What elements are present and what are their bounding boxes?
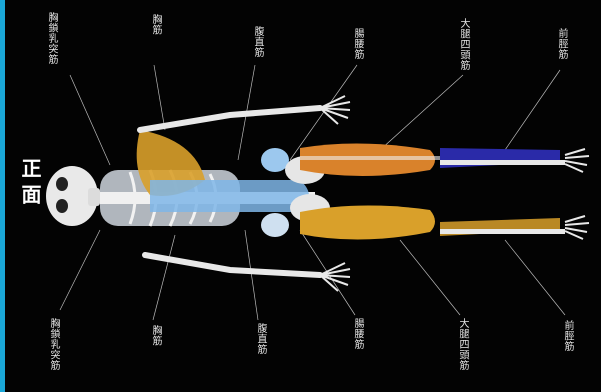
skull — [46, 166, 100, 226]
label-rectus-abdominis-top: 腹直筋 — [252, 26, 262, 58]
leg-lower — [440, 148, 565, 236]
label-sternocleidomastoid-bottom: 胸鎖乳突筋 — [48, 318, 58, 371]
leg-upper — [300, 143, 440, 239]
label-quadriceps-bottom: 大腿四頭筋 — [457, 318, 467, 371]
hands — [320, 96, 350, 291]
abdominal-muscle — [150, 180, 309, 212]
iliopsoas-muscle-lower — [261, 213, 289, 237]
feet — [565, 149, 589, 239]
view-title: 正面 — [16, 158, 45, 210]
label-quadriceps-top: 大腿四頭筋 — [458, 18, 468, 71]
label-sternocleidomastoid-top: 胸鎖乳突筋 — [46, 12, 56, 65]
label-tibialis-bottom: 前脛筋 — [562, 320, 572, 352]
label-iliopsoas-bottom: 腸腰筋 — [352, 318, 362, 350]
label-pectoralis-bottom: 胸筋 — [150, 325, 160, 346]
label-iliopsoas-top: 腸腰筋 — [352, 28, 362, 60]
label-tibialis-top: 前脛筋 — [556, 28, 566, 60]
label-deltoid-top: 胸筋 — [150, 14, 160, 35]
label-rectus-abdominis-bottom: 腹直筋 — [255, 323, 265, 355]
iliopsoas-muscle — [261, 148, 289, 172]
